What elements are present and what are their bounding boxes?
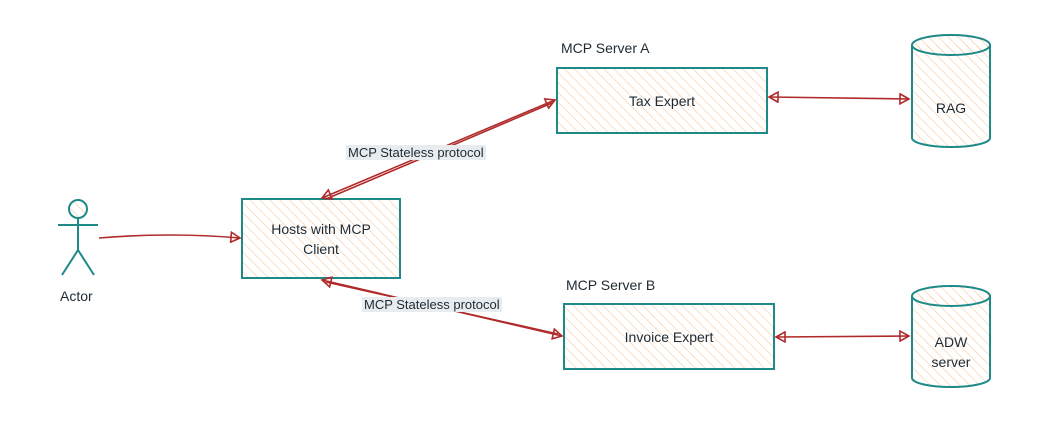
server-b-group-label: MCP Server B xyxy=(566,277,656,293)
rag-label: RAG xyxy=(935,100,967,116)
server-a-box[interactable] xyxy=(556,67,768,134)
server-a-group-label: MCP Server A xyxy=(561,40,650,56)
adw-label: ADW server xyxy=(912,330,990,374)
actor-label: Actor xyxy=(60,288,93,304)
actor-icon xyxy=(58,199,98,276)
server-b-label: Invoice Expert xyxy=(624,328,714,345)
host-label: Hosts with MCP Client xyxy=(242,199,400,278)
server-b-to-adw-arrow xyxy=(776,336,909,337)
adw-label-line2: server xyxy=(931,354,971,370)
rag-database-icon[interactable] xyxy=(911,34,991,148)
server-b-box[interactable] xyxy=(563,303,775,370)
adw-label-line1: ADW xyxy=(934,334,968,350)
edge-label-host-to-server-a: MCP Stateless protocol xyxy=(346,145,486,160)
adw-database-icon[interactable] xyxy=(911,285,991,388)
host-label-line2: Client xyxy=(303,240,339,257)
server-a-label: Tax Expert xyxy=(628,92,696,109)
host-label-line1: Hosts with MCP xyxy=(271,220,371,237)
host-box[interactable] xyxy=(241,198,401,279)
edge-label-host-to-server-b: MCP Stateless protocol xyxy=(362,297,502,312)
server-a-to-rag-arrow xyxy=(769,97,909,99)
actor-to-host-arrow xyxy=(98,235,240,238)
